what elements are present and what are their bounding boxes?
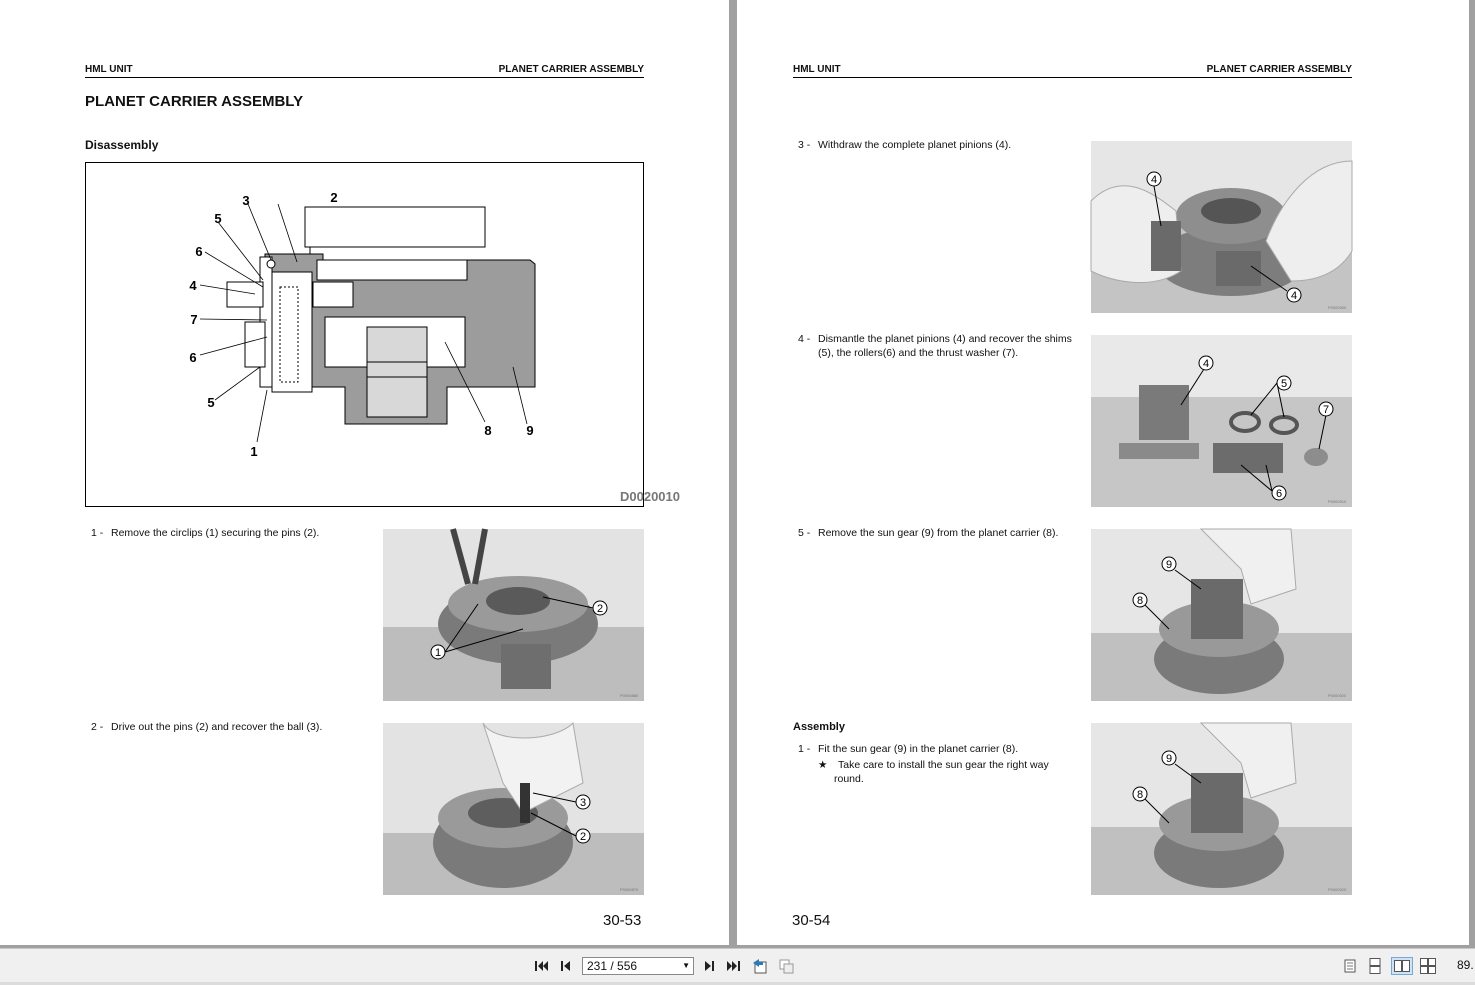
header-right-label: PLANET CARRIER ASSEMBLY [498,64,644,75]
continuous-facing-view-icon[interactable] [1419,957,1437,975]
step-text-line-2: (5), the rollers(6) and the thrust washe… [818,347,1019,359]
step-4: 4 - Dismantle the planet pinions (4) and… [798,332,1078,362]
diagram-callout-6-top: 6 [195,244,202,259]
last-page-icon[interactable] [724,957,742,975]
diagram-callout-9: 9 [526,423,533,438]
header-right-label: PLANET CARRIER ASSEMBLY [1206,64,1352,75]
photo-callout-4-bottom: 4 [1291,290,1297,302]
viewer-toolbar: 231 / 556 ▼ 89. [0,948,1475,985]
photo-callout-2: 2 [580,831,586,843]
diagram-callout-1: 1 [250,444,257,459]
photo-ref: P0000870 [620,887,639,892]
first-page-icon[interactable] [533,957,551,975]
assembly-note: ★ Take care to install the sun gear the … [818,758,1068,788]
step-2: 2 - Drive out the pins (2) and recover t… [91,720,371,736]
planet-carrier-diagram: 2 3 5 6 4 7 6 5 1 8 9 D0020010 [85,162,680,507]
photo-ref: P0000920 [1328,887,1347,892]
photo-dismantle-pinions: 4 5 7 6 P0000910 [1091,335,1352,507]
diagram-ref: D0020010 [620,489,680,504]
photo-withdraw-pinions: 4 4 P0000900 [1090,141,1353,313]
note-text-line-1: Take care to install the sun gear the ri… [838,759,1049,771]
diagram-callout-8: 8 [484,423,491,438]
step-number: 1 - [798,743,811,755]
go-back-icon[interactable] [751,957,769,975]
photo-remove-circlips: 1 2 P0000880 [383,528,644,701]
assembly-step-1: 1 - Fit the sun gear (9) in the planet c… [798,742,1078,758]
go-forward-icon[interactable] [777,957,795,975]
diagram-callout-2: 2 [330,190,337,205]
photo-ref: P0000880 [620,693,639,698]
diagram-callout-6-bottom: 6 [189,350,196,365]
step-text-line-1: Dismantle the planet pinions (4) and rec… [818,333,1072,345]
photo-callout-8: 8 [1137,789,1143,801]
photo-callout-7: 7 [1323,404,1329,416]
photo-callout-8: 8 [1137,595,1143,607]
photo-callout-5: 5 [1281,378,1287,390]
single-page-view-icon[interactable] [1341,957,1359,975]
photo-ref: P0000910 [1328,499,1347,504]
page-title: PLANET CARRIER ASSEMBLY [85,93,304,110]
photo-callout-2: 2 [597,603,603,615]
step-number: 4 - [798,333,811,345]
previous-page-icon[interactable] [557,957,575,975]
page-number: 30-54 [792,912,831,929]
header-rule [793,77,1352,78]
diagram-callout-5-bottom: 5 [207,395,214,410]
step-number: 5 - [798,527,811,539]
star-icon: ★ [818,759,828,771]
section-heading-disassembly: Disassembly [85,138,159,152]
step-text: Remove the sun gear (9) from the planet … [818,527,1059,539]
step-text: Withdraw the complete planet pinions (4)… [818,139,1012,151]
photo-callout-9: 9 [1166,753,1172,765]
photo-callout-4-top: 4 [1151,174,1157,186]
diagram-callout-4: 4 [189,278,197,293]
zoom-level[interactable]: 89. [1457,958,1474,972]
photo-drive-out-pins: 3 2 P0000870 [383,721,644,895]
toolbar-bottom-border [0,982,1475,985]
photo-callout-6: 6 [1276,488,1282,500]
diagram-callout-7: 7 [190,312,197,327]
page-number-dropdown[interactable]: 231 / 556 ▼ [582,957,694,975]
step-3: 3 - Withdraw the complete planet pinions… [798,138,1078,154]
photo-callout-9: 9 [1166,559,1172,571]
photo-fit-sun-gear: 9 8 P0000920 [1091,722,1352,895]
header-left-label: HML UNIT [793,64,841,75]
step-text: Remove the circlips (1) securing the pin… [111,527,320,539]
step-number: 3 - [798,139,811,151]
page-number: 30-53 [603,912,642,929]
page-indicator: 231 / 556 [587,959,638,973]
facing-view-icon[interactable] [1391,957,1413,975]
next-page-icon[interactable] [700,957,718,975]
header-rule [85,77,644,78]
step-number: 2 - [91,721,104,733]
photo-ref: P0000920 [1328,693,1347,698]
step-number: 1 - [91,527,104,539]
photo-callout-4: 4 [1203,358,1209,370]
section-heading-assembly: Assembly [793,721,845,733]
step-text: Fit the sun gear (9) in the planet carri… [818,743,1019,755]
chevron-down-icon: ▼ [682,961,690,970]
note-text-line-2: round. [834,773,864,785]
step-1: 1 - Remove the circlips (1) securing the… [91,526,371,542]
photo-remove-sun-gear: 9 8 P0000920 [1091,528,1352,701]
continuous-view-icon[interactable] [1366,957,1384,975]
diagram-callout-3: 3 [242,193,249,208]
step-text: Drive out the pins (2) and recover the b… [111,721,323,733]
photo-callout-3: 3 [580,797,586,809]
left-page: HML UNIT PLANET CARRIER ASSEMBLY PLANET … [0,0,729,945]
header-left-label: HML UNIT [85,64,133,75]
photo-ref: P0000900 [1328,305,1347,310]
right-page: HML UNIT PLANET CARRIER ASSEMBLY 3 - Wit… [737,0,1469,945]
photo-callout-1: 1 [435,647,441,659]
diagram-callout-5-top: 5 [214,211,221,226]
step-5: 5 - Remove the sun gear (9) from the pla… [798,526,1078,542]
